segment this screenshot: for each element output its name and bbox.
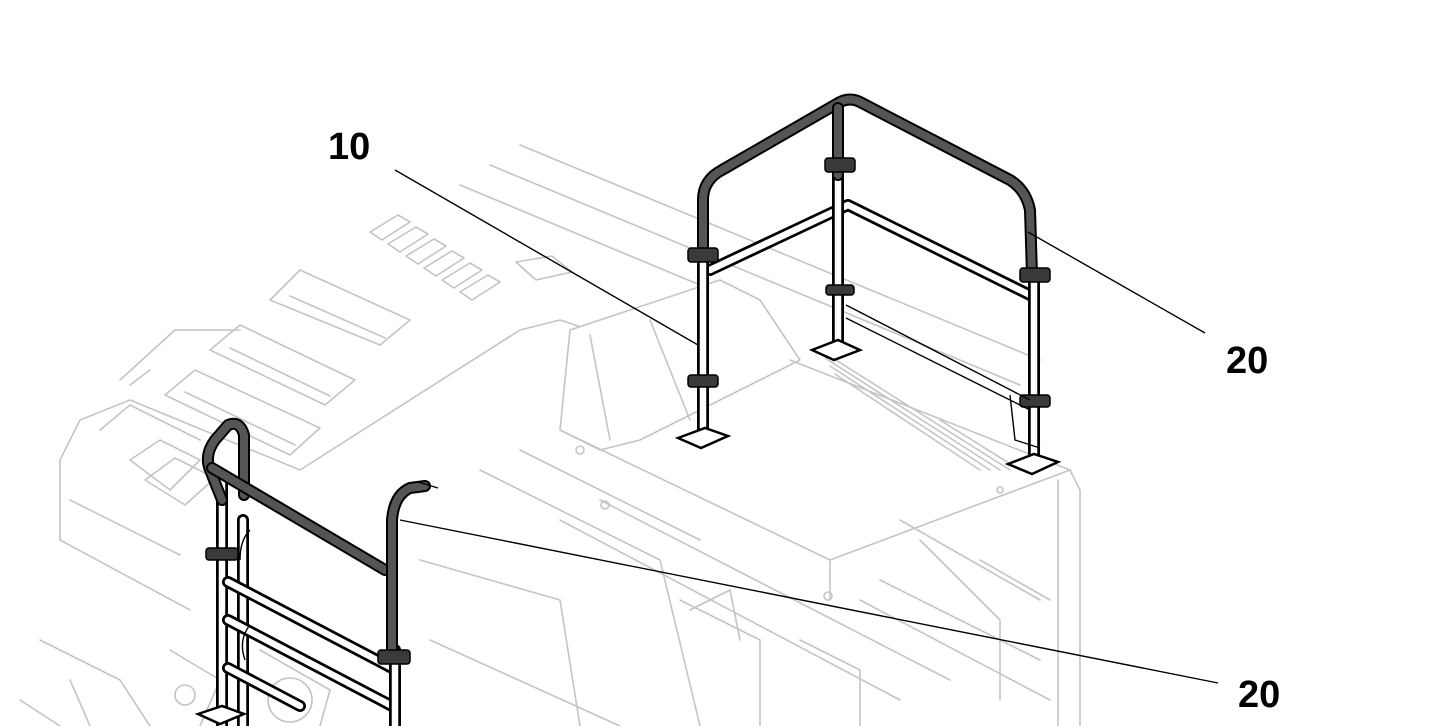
callout-label-20-upper: 20 [1226,340,1269,382]
upper-handrail-assembly [674,93,1062,476]
leader-line-20-upper [1027,231,1206,334]
leader-line-20-lower [399,519,1219,684]
callout-label-10: 10 [328,126,371,168]
machine-background-outline [19,144,1081,726]
lower-ladder-handrail-assembly [194,417,439,726]
callout-label-20-lower: 20 [1238,674,1281,716]
leader-line-10 [394,169,699,346]
